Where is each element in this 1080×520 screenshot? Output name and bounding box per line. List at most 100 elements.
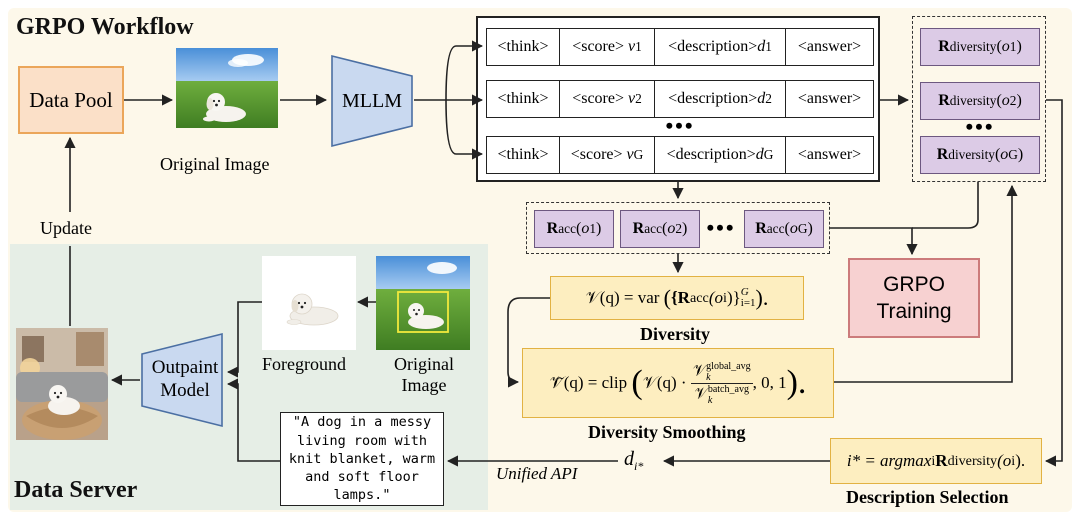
smoothing-eq-tail: , 0, 1 [752,373,787,392]
data-pool-label: Data Pool [29,87,113,112]
description-var-sub: G [763,147,774,162]
original-image-caption: Original Image [160,154,270,174]
diversity-reward-group [912,16,1046,182]
description-var-sub: 1 [765,39,772,54]
description-text-box: "A dog in a messy living room with knit … [280,412,444,506]
reward-sub: acc [558,221,576,236]
selection-eq-r: R [935,451,948,470]
reward-symbol: R [546,220,559,237]
original-image-with-box [376,256,470,350]
score-tag: <score> [572,38,625,55]
arrow-mllm-to-row1 [445,40,484,101]
description-var: d [757,38,766,55]
reward-arg: o [667,220,676,237]
reward-sub: acc [644,221,662,236]
original-image-thumbnail [176,48,278,128]
outpaint-model-label: Outpaint Model [140,356,230,404]
reward-symbol: R [755,220,767,237]
arrow-diversity-to-smoothing [507,297,550,388]
selected-description-symbol: di* [624,448,643,474]
selection-eq-r-sub: diversity [947,452,998,469]
foreground-image [262,256,356,350]
description-text: "A dog in a messy living room with knit … [288,414,436,504]
selection-eq-lhs-sub: i [931,452,936,469]
description-var: d [757,90,766,107]
outpainted-image [16,328,108,440]
selection-eq-arg-sub: i [1011,452,1016,469]
description-var-sub: 2 [765,91,772,106]
arrow-smoothing-to-diversity-rewards [834,184,1018,383]
arrow-diversity-rewards-to-selection [1044,99,1063,467]
arrow-foreground-to-outpaint [226,301,262,378]
mllm-shape [331,54,413,148]
dog-living-room-picture [16,328,108,440]
score-tag: <score> [570,146,623,163]
score-var: v [628,38,636,55]
data-server-title: Data Server [14,477,138,503]
reward-symbol: R [938,38,950,55]
reward-arg: o [581,220,590,237]
unified-api-label: Unified API [496,464,578,483]
foreground-caption: Foreground [262,354,346,374]
reward-sub: diversity [948,147,995,162]
smoothing-eq-mid: 𝒱(q) · [642,373,687,392]
accuracy-reward-ellipsis: ••• [706,215,736,240]
diversity-smoothing-label: Diversity Smoothing [588,422,746,442]
grpo-training-line2: Training [876,300,952,323]
reward-arg-sub: 2 [1009,93,1017,108]
reward-arg: o [1001,92,1010,109]
description-tag: <description> [668,90,758,107]
answer-tag: <answer> [797,146,862,163]
description-var: d [755,146,764,163]
score-var: v [628,90,636,107]
reward-arg-sub: 2 [675,221,682,236]
diversity-eq-tail: ). [755,285,769,310]
reward-arg-sub: G [797,221,808,236]
smoothing-eq-den: 𝒱 [694,385,708,403]
outpaint-model-shape [141,332,223,428]
dog-cutout-picture [286,293,339,326]
diversity-label: Diversity [640,324,710,344]
data-pool-box: Data Pool [18,66,124,134]
dog-on-grass-picture-boxed [376,256,470,350]
workflow-title: GRPO Workflow [16,14,194,40]
diversity-eq-lhs: 𝒱(q) = var [585,288,660,307]
answer-tag: <answer> [797,38,862,55]
mllm-label: MLLM [342,89,402,112]
diversity-reward-ellipsis: ••• [965,114,995,139]
think-tag: <think> [487,29,560,65]
arrow-mllm-to-rowg [445,99,484,160]
reward-arg: o [1000,146,1009,163]
reward-sub: acc [766,221,785,236]
score-var-sub: G [633,147,644,162]
outpaint-line1: Outpaint [151,357,219,379]
diversity-eq-inner-sub: acc [689,289,709,306]
reward-sub: diversity [949,93,997,108]
original-caption-line2: Image [401,374,447,395]
diversity-eq-sup: G [740,286,749,298]
smoothing-eq-num: 𝒱 [692,362,707,380]
smoothing-eq-end: ). [786,364,807,401]
reward-symbol: R [936,146,949,163]
reward-symbol: R [938,92,950,109]
answer-tag: <answer> [797,90,862,107]
arrow-accuracy-to-grpo [830,227,918,256]
smoothing-eq-num-sup: global_avg [706,360,751,372]
description-tag: <description> [668,38,758,55]
outpaint-line2: Model [160,380,210,401]
description-tag: <description> [666,146,756,163]
selected-d-sub: i* [634,459,644,473]
